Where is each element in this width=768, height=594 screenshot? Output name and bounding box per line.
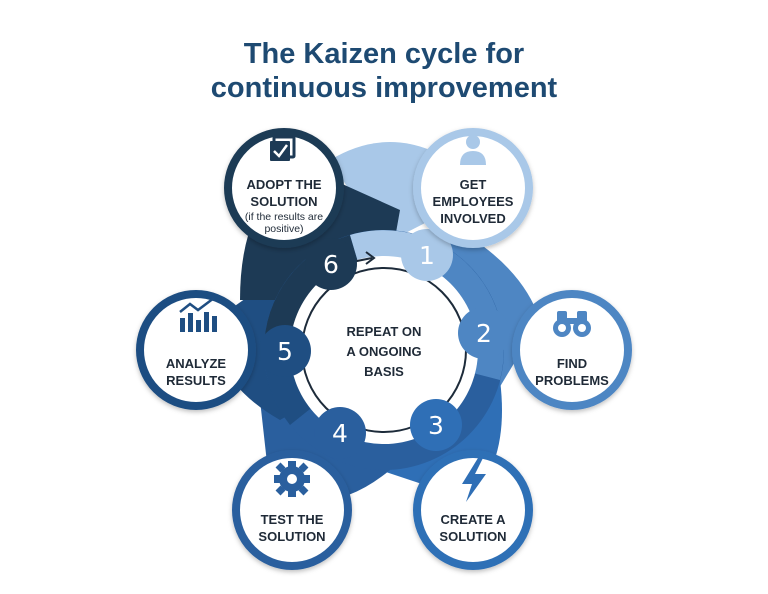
step-6-label-1: ADOPT THE xyxy=(246,177,321,192)
person-icon xyxy=(460,135,486,165)
badge-4: 4 xyxy=(314,407,366,459)
step-5-analyze-results: ANALYZE RESULTS xyxy=(136,290,256,410)
svg-text:2: 2 xyxy=(476,319,492,348)
step-5-label-2: RESULTS xyxy=(166,373,226,388)
step-3-label-2: SOLUTION xyxy=(439,529,506,544)
title-line-2: continuous improvement xyxy=(210,72,558,104)
svg-text:4: 4 xyxy=(332,419,348,448)
badge-6: 6 xyxy=(305,238,357,290)
step-4-test-solution: TEST THE SOLUTION xyxy=(232,450,352,570)
svg-text:6: 6 xyxy=(323,250,339,279)
checkbox-icon xyxy=(270,135,296,161)
step-6-adopt: ADOPT THE SOLUTION (if the results are p… xyxy=(224,128,344,248)
badge-5: 5 xyxy=(259,325,311,377)
step-1-get-employees: GET EMPLOYEES INVOLVED xyxy=(413,128,533,248)
step-6-label-3: (if the results are xyxy=(245,211,323,223)
step-6-label-2: SOLUTION xyxy=(250,194,317,209)
step-4-label-1: TEST THE xyxy=(261,512,324,527)
bar-chart-icon xyxy=(179,297,217,332)
step-1-label-3: INVOLVED xyxy=(440,211,506,226)
badge-2: 2 xyxy=(458,307,510,359)
step-2-find-problems: FIND PROBLEMS xyxy=(512,290,632,410)
step-1-label-2: EMPLOYEES xyxy=(433,194,514,209)
step-5-label-1: ANALYZE xyxy=(166,356,227,371)
lightning-icon xyxy=(462,458,486,502)
step-3-label-1: CREATE A xyxy=(441,512,507,527)
badge-1: 1 xyxy=(401,229,453,281)
center-disc xyxy=(290,256,478,444)
center-line-3: BASIS xyxy=(364,364,404,379)
number-badges: 1 2 3 4 5 6 xyxy=(259,229,510,459)
gear-icon xyxy=(274,461,310,497)
center-line-1: REPEAT ON xyxy=(347,324,422,339)
step-1-label-1: GET xyxy=(460,177,487,192)
step-2-label-1: FIND xyxy=(557,356,587,371)
step-6-label-4: positive) xyxy=(264,223,303,235)
center-line-2: A ONGOING xyxy=(346,344,421,359)
title-line-1: The Kaizen cycle for xyxy=(243,38,525,70)
step-4-label-2: SOLUTION xyxy=(258,529,325,544)
step-2-label-2: PROBLEMS xyxy=(535,373,609,388)
svg-text:3: 3 xyxy=(428,411,444,440)
badge-3: 3 xyxy=(410,399,462,451)
svg-text:5: 5 xyxy=(277,337,293,366)
svg-text:1: 1 xyxy=(419,241,435,270)
binoculars-icon xyxy=(553,311,591,337)
step-3-create-solution: CREATE A SOLUTION xyxy=(413,450,533,570)
